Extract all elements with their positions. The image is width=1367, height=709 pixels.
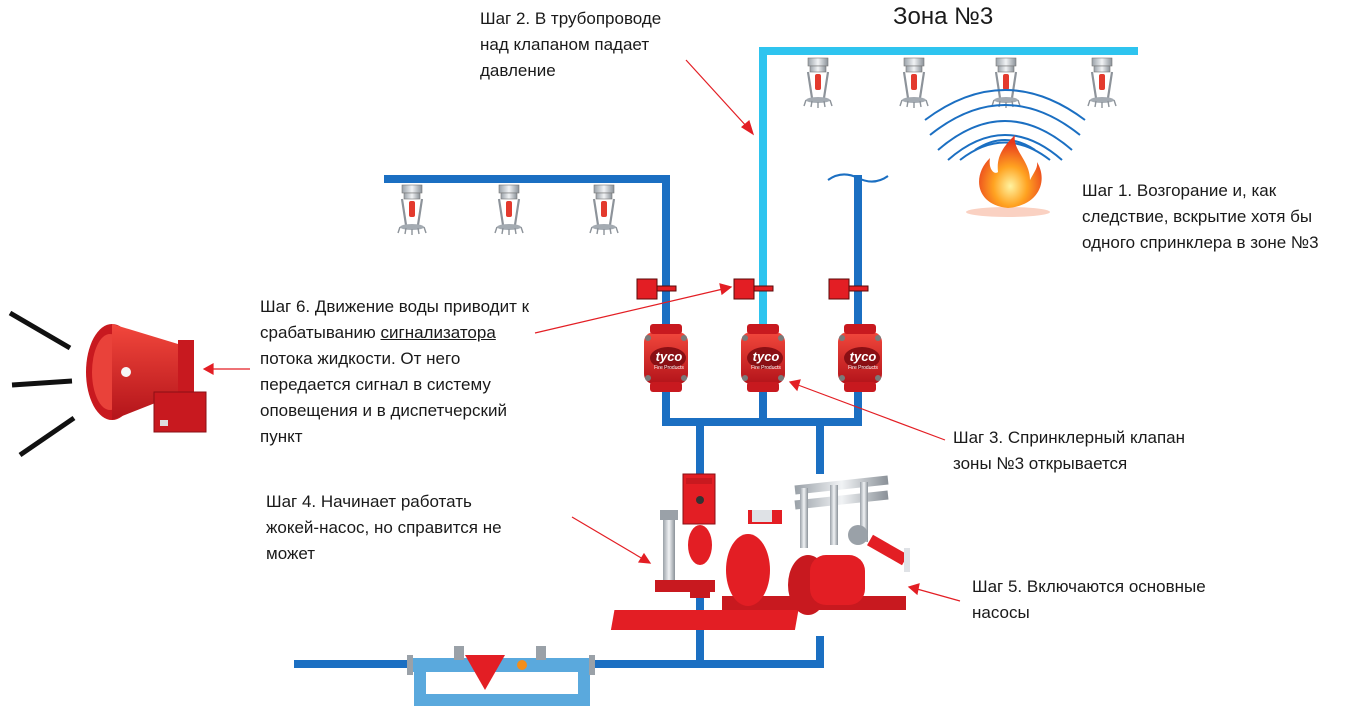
sprinkler-icon [1086,56,1118,110]
step-4-note: Шаг 4. Начинает работать жокей-насос, но… [266,489,502,567]
step-5-line: насосы [972,603,1030,622]
valve-brand-sublabel: Fire Products [751,365,781,371]
valve-icon: tyco Fire Products [838,324,882,392]
step-5-line: Шаг 5. Включаются основные [972,577,1206,596]
valve-brand-label: tyco [753,349,780,364]
water-spray [924,89,1086,161]
step-3-line: Шаг 3. Спринклерный клапан [953,428,1186,447]
step-3-note: Шаг 3. Спринклерный клапан зоны №3 откры… [953,425,1185,477]
step-5-note: Шаг 5. Включаются основные насосы [972,574,1206,626]
step-6-line: срабатыванию сигнализатора [260,320,529,346]
step-6-line: передается сигнал в систему [260,375,491,394]
step-6-line: Шаг 6. Движение воды приводит к [260,297,530,316]
step-2-note: Шаг 2. В трубопроводе над клапаном падае… [480,6,661,84]
sprinkler-icon [396,183,428,237]
step-2-line: давление [480,61,556,80]
callout-arrows [202,59,961,602]
valve-icon: tyco Fire Products [644,324,688,392]
step-6-note: Шаг 6. Движение воды приводит к срабатыв… [260,294,529,450]
pipe-zone-1 [384,175,670,330]
step-6-line: потока жидкости. От него [260,349,461,368]
pipe-break-mark [827,173,889,183]
step-1-note: Шаг 1. Возгорание и, как следствие, вскр… [1082,178,1319,256]
step-3-line: зоны №3 открывается [953,454,1128,473]
valve-brand-sublabel: Fire Products [654,365,684,371]
step-4-line: может [266,544,315,563]
step-4-line: жокей-насос, но справится не [266,518,502,537]
main-pumps-icon [610,475,910,630]
sprinkler-icon [588,183,620,237]
step-2-line: Шаг 2. В трубопроводе [480,9,662,28]
flow-switch-icon [828,278,869,300]
step-6-line: оповещения и в диспетчерский [260,401,507,420]
step-1-line: одного спринклера в зоне №3 [1082,233,1319,252]
step-1-line: следствие, вскрытие хотя бы [1082,207,1313,226]
flame-icon [966,135,1050,217]
valve-icon: tyco Fire Products [741,324,785,392]
sprinkler-icon [898,56,930,110]
siren-icon [8,310,207,458]
step-6-line2-prefix: срабатыванию [260,323,381,342]
sprinkler-icon [990,56,1022,110]
step-4-line: Шаг 4. Начинает работать [266,492,472,511]
pipe-network [294,47,1138,668]
water-meter-icon [407,646,595,706]
flow-switch-icon [733,278,774,300]
step-2-line: над клапаном падает [480,35,650,54]
flow-detector-link[interactable]: сигнализатора [380,323,496,342]
jockey-pump-icon [655,473,716,598]
step-1-line: Шаг 1. Возгорание и, как [1082,181,1277,200]
flow-switch-icon [636,278,677,300]
sprinkler-icon [802,56,834,110]
sprinkler-valves: tyco Fire Products tyco Fire Products ty… [644,324,882,392]
sprinkler-icon [493,183,525,237]
valve-brand-label: tyco [850,349,877,364]
pipe-zone-3 [759,47,1138,330]
step-6-line: пункт [260,427,303,446]
valve-brand-label: tyco [656,349,683,364]
flow-switches [636,278,869,300]
zone-3-title: Зона №3 [893,3,994,30]
valve-brand-sublabel: Fire Products [848,365,878,371]
